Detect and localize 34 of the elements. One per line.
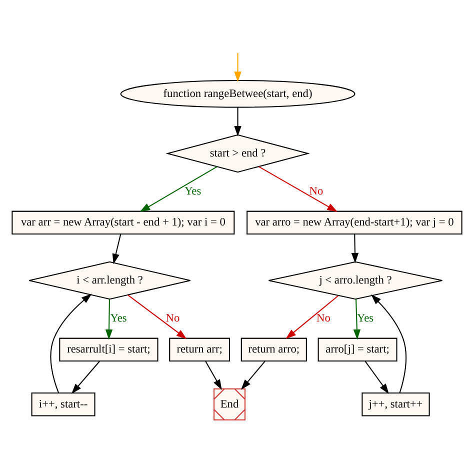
arrow [105, 298, 113, 340]
arrow [353, 298, 361, 340]
arrow [258, 166, 338, 212]
node-diamond: i < arr.length ? [28, 260, 191, 300]
arrow [140, 166, 218, 212]
node-ellipse: function rangeBetwee(start, end) [120, 80, 356, 108]
arrow [286, 294, 338, 338]
arrow [128, 294, 187, 339]
arrow [112, 234, 122, 264]
edge-label: No [316, 312, 330, 324]
arrow [351, 234, 359, 263]
node-box: arro[j] = start; [318, 337, 398, 362]
node-diamond: start > end ? [166, 134, 310, 172]
node-box: var arro = new Array(end-start+1); var j = 0 [246, 210, 462, 234]
node-box: var arr = new Array(start - end + 1); var i = 0 [12, 210, 235, 234]
edge-label: Yes [357, 312, 374, 324]
node-diamond: j < arro.length ? [268, 260, 443, 300]
node-box: j++, start++ [362, 392, 430, 416]
arrow [234, 52, 242, 82]
edge-label: Yes [110, 312, 127, 324]
arrow [50, 293, 92, 392]
edge-label: Yes [184, 185, 202, 198]
arrow [205, 360, 222, 390]
node-box: return arro; [240, 337, 307, 362]
node-box: return arr; [169, 337, 230, 362]
arrow [234, 106, 242, 136]
arrow [241, 360, 266, 390]
arrow [71, 360, 100, 394]
edge-label: No [166, 312, 180, 324]
node-box: resarrult[i] = start; [59, 337, 158, 362]
arrow [371, 294, 407, 393]
arrow [364, 360, 389, 394]
node-box: i++, start-- [31, 392, 96, 416]
edge-label: No [309, 185, 324, 198]
